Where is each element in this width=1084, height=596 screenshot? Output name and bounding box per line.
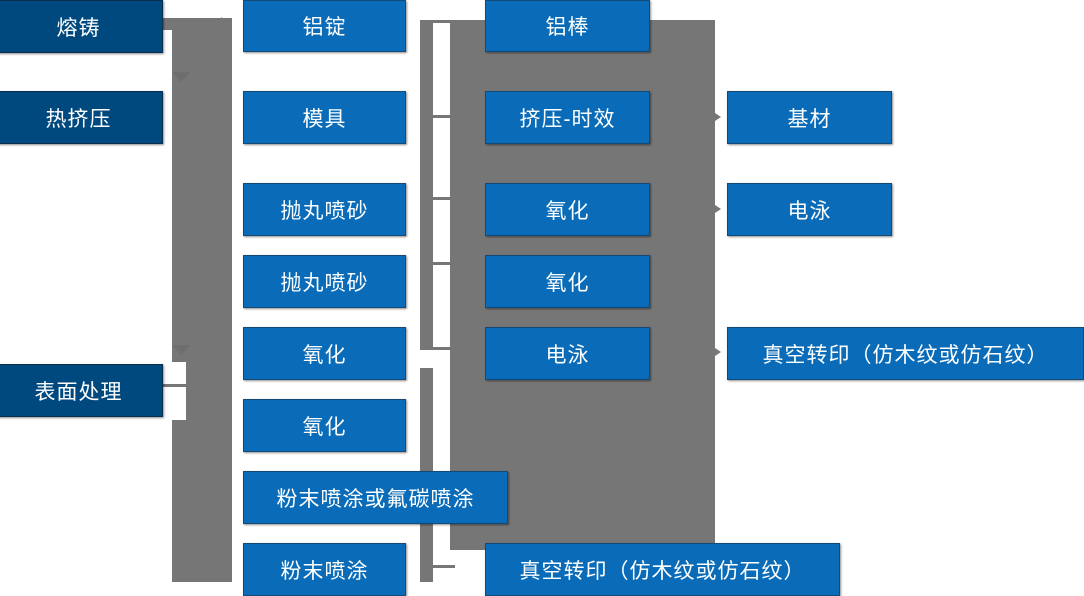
process-label-col2-5: 氧化 xyxy=(302,343,347,367)
rail-stub-4 xyxy=(433,262,455,265)
arrow-left-1 xyxy=(221,17,232,35)
process-label-col3-5: 电泳 xyxy=(545,343,590,367)
arrow-left-5 xyxy=(221,344,232,362)
process-box-col2-1[interactable]: 铝锭 xyxy=(243,0,406,52)
output-label-col4-2: 电泳 xyxy=(787,199,832,223)
arrow-right-3 xyxy=(712,346,721,358)
process-box-col2-4[interactable]: 抛丸喷砂 xyxy=(243,255,406,308)
process-label-col3-2: 挤压-时效 xyxy=(519,107,616,131)
output-label-col4-1: 基材 xyxy=(787,107,832,131)
process-label-col2-3: 抛丸喷砂 xyxy=(280,199,369,223)
process-box-col2-7[interactable]: 粉末喷涂或氟碳喷涂 xyxy=(243,471,508,524)
arrow-stem-right-3 xyxy=(700,351,714,354)
arrow-left-2 xyxy=(221,108,232,126)
rail-stub-6 xyxy=(433,565,455,568)
process-label-col3-3: 氧化 xyxy=(545,199,590,223)
stage-box-surface-treatment[interactable]: 表面处理 xyxy=(0,364,163,417)
rail-stub-2 xyxy=(433,115,455,118)
rail-stub-5 xyxy=(433,347,455,350)
arrow-left-3 xyxy=(221,200,232,218)
arrow-left-8 xyxy=(221,560,232,578)
stage-box-hot-extrusion[interactable]: 热挤压 xyxy=(0,91,163,144)
process-box-col3-2[interactable]: 挤压-时效 xyxy=(485,91,650,144)
output-box-col4-1[interactable]: 基材 xyxy=(727,91,892,144)
arrow-stem-right-1 xyxy=(700,116,714,119)
process-box-col3-6[interactable]: 真空转印（仿木纹或仿石纹） xyxy=(485,543,840,596)
process-label-col2-8: 粉末喷涂 xyxy=(280,559,369,583)
stage-box-melting-casting[interactable]: 熔铸 xyxy=(0,0,163,53)
process-box-col2-6[interactable]: 氧化 xyxy=(243,399,406,452)
process-box-col3-5[interactable]: 电泳 xyxy=(485,327,650,380)
process-box-col2-5[interactable]: 氧化 xyxy=(243,327,406,380)
stage-label-hot-extrusion: 热挤压 xyxy=(45,107,112,131)
arrow-left-4 xyxy=(221,272,232,290)
process-label-col3-1: 铝棒 xyxy=(545,16,590,39)
process-label-col2-7: 粉末喷涂或氟碳喷涂 xyxy=(276,487,475,511)
process-box-col3-3[interactable]: 氧化 xyxy=(485,183,650,236)
stage-label-melting-casting: 熔铸 xyxy=(56,16,101,40)
arrow-left-7 xyxy=(221,489,232,507)
process-label-col2-6: 氧化 xyxy=(302,415,347,439)
process-label-col3-4: 氧化 xyxy=(545,271,590,295)
process-label-col2-1: 铝锭 xyxy=(302,16,347,39)
stage-label-surface-treatment: 表面处理 xyxy=(34,380,123,404)
process-label-col2-4: 抛丸喷砂 xyxy=(280,271,369,295)
output-box-col4-3[interactable]: 真空转印（仿木纹或仿石纹） xyxy=(727,327,1084,380)
connector-rail-thin xyxy=(420,20,433,350)
process-box-col2-3[interactable]: 抛丸喷砂 xyxy=(243,183,406,236)
output-label-col4-3: 真空转印（仿木纹或仿石纹） xyxy=(762,343,1049,367)
arrow-right-1 xyxy=(712,111,721,123)
process-box-col3-4[interactable]: 氧化 xyxy=(485,255,650,308)
process-box-col2-8[interactable]: 粉末喷涂 xyxy=(243,543,406,596)
arrow-stem-right-2 xyxy=(700,208,714,211)
process-box-col2-2[interactable]: 模具 xyxy=(243,91,406,144)
arrow-down-melting xyxy=(172,72,190,82)
process-box-col3-1[interactable]: 铝棒 xyxy=(485,0,650,52)
arrow-right-2 xyxy=(712,203,721,215)
arrow-down-surface xyxy=(172,345,190,355)
rail-stub-3 xyxy=(433,197,455,200)
process-label-col2-2: 模具 xyxy=(302,107,347,131)
connector-notch-line xyxy=(160,384,186,387)
rail-stub-1 xyxy=(433,20,455,23)
output-box-col4-2[interactable]: 电泳 xyxy=(727,183,892,236)
arrow-left-6 xyxy=(221,416,232,434)
process-label-col3-6: 真空转印（仿木纹或仿石纹） xyxy=(519,559,806,583)
connector-notch xyxy=(160,362,186,420)
